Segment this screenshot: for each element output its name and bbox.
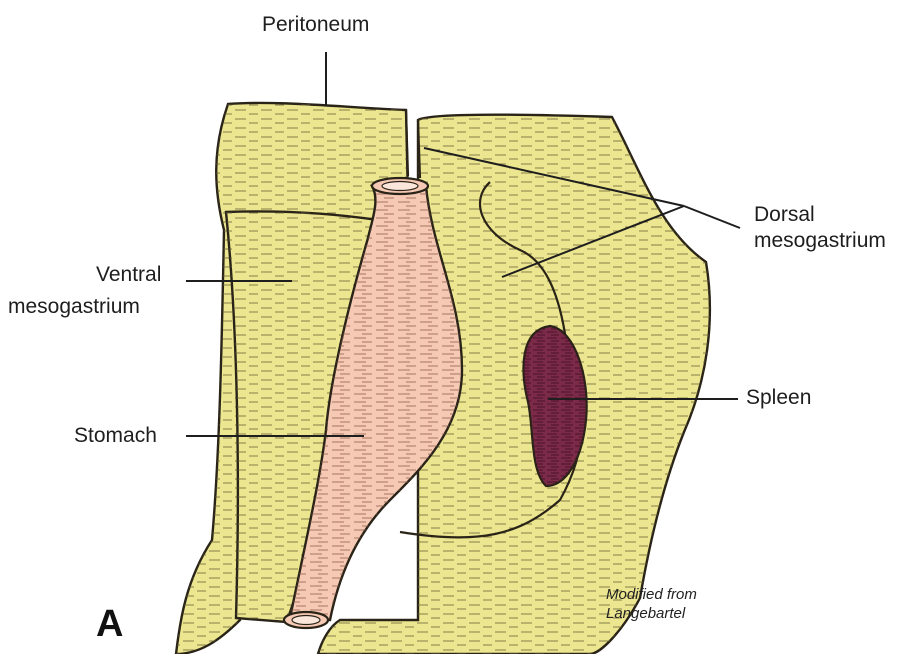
credit-line1: Modified from	[606, 585, 697, 604]
dorsal-leader-line-3	[684, 206, 740, 228]
spleen-label: Spleen	[746, 385, 811, 410]
ventral-mesogastrium-label-line1: Ventral	[96, 262, 161, 287]
duodenum-lumen	[292, 616, 320, 625]
dorsal-mesogastrium-label-line1: Dorsal	[754, 202, 815, 227]
panel-letter: A	[96, 604, 123, 644]
dorsal-mesogastrium-label-line2: mesogastrium	[754, 228, 886, 253]
stomach-label: Stomach	[74, 423, 157, 448]
peritoneum-label: Peritoneum	[262, 12, 369, 37]
credit-line2: Langebartel	[606, 604, 685, 623]
esophagus-lumen	[382, 182, 418, 191]
ventral-mesogastrium-label-line2: mesogastrium	[8, 294, 140, 319]
